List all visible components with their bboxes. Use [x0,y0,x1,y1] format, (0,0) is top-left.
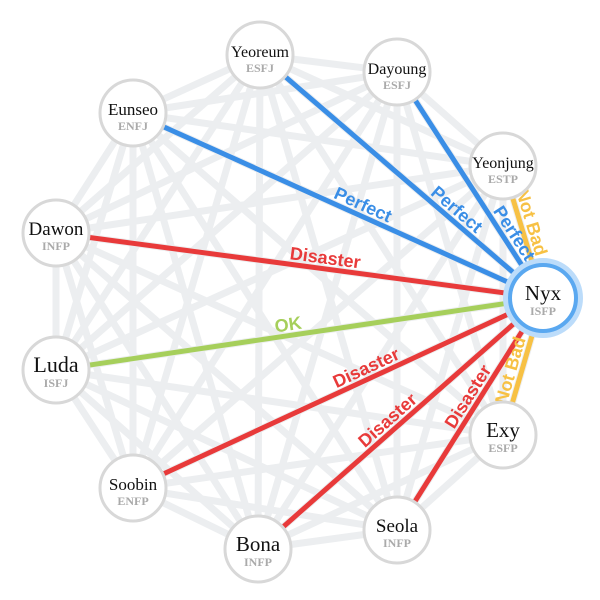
background-edge [129,484,401,534]
edge-eunseo-perfect [162,124,514,287]
background-edge [129,109,401,534]
node-name: Seola [376,516,419,537]
node-circle [21,335,91,405]
background-edge [52,229,401,534]
edge-dawon-disaster [88,234,511,297]
background-edge [52,229,137,492]
node-name: Soobin [109,475,158,494]
node-mbti: ENFJ [118,119,148,133]
node-circle [98,453,168,523]
edge-seola-disaster [412,324,528,504]
node-name: Exy [486,418,520,442]
background-edge [129,68,401,117]
background-edge [129,109,507,439]
node-name: Dawon [29,219,84,240]
node-mbti: ESFJ [383,78,411,92]
node-circle [362,37,432,107]
background-edge [52,51,264,237]
node-name: Yeonjung [472,155,534,172]
background-edge [393,162,507,534]
node-name: Yeoreum [231,44,289,61]
background-edge [129,109,507,170]
relationship-edges [88,74,537,530]
node-mbti: INFP [42,239,70,253]
relation-label-luda: OK [273,313,303,337]
node-name: Eunseo [108,100,158,119]
center-glow-ring [503,258,583,338]
node-circle [362,495,432,565]
node-circle [468,131,538,201]
edge-yeonjung-not_bad [510,196,536,268]
edge-soobin-disaster [161,309,515,477]
edge-dayoung-perfect [412,98,528,272]
edge-exy-not_bad [509,328,537,405]
node-name: Luda [33,352,78,377]
background-edge [52,229,262,553]
node-circle [468,400,538,470]
node-mbti: ISFP [530,304,556,318]
node-mbti: ENFP [117,494,148,508]
background-edge [254,431,507,553]
node-circle [223,514,293,584]
background-edge [256,51,507,170]
node-circle [225,20,295,90]
node-name: Nyx [525,281,562,305]
background-edge [52,366,262,553]
node-mbti: ESFJ [246,61,274,75]
edge-bona-disaster [281,317,520,530]
edge-yeoreum-perfect [283,74,520,279]
node-name: Bona [236,532,281,556]
node-mbti: ESFP [488,441,517,455]
node-name: Dayoung [368,61,427,78]
node-circle [98,78,168,148]
node-mbti: INFP [244,555,272,569]
node-mbti: ISFJ [44,376,69,390]
node-circle [21,198,91,268]
node-mbti: INFP [383,536,411,550]
edge-luda-ok [88,300,511,368]
background-edge [129,109,262,553]
background-edge [52,109,137,374]
node-circle [508,263,578,333]
node-mbti: ESTP [488,172,518,186]
